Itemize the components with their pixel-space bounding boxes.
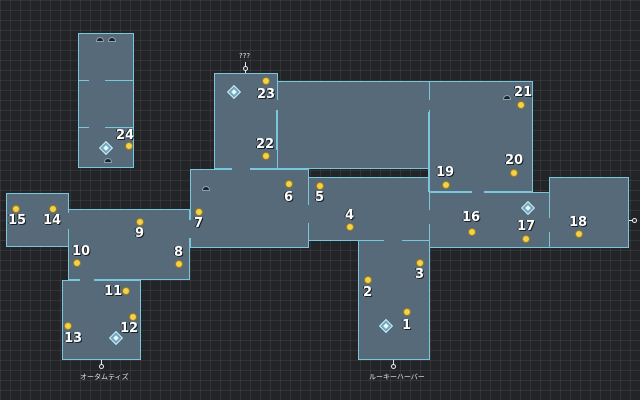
doorway: [472, 191, 484, 194]
coin-icon[interactable]: [73, 259, 81, 267]
room-number: 23: [257, 87, 276, 102]
room-number: 17: [517, 219, 536, 234]
exit-marker-icon[interactable]: [99, 364, 104, 369]
coin-icon[interactable]: [416, 259, 424, 267]
coin-icon[interactable]: [364, 276, 372, 284]
room-number: 12: [120, 321, 139, 336]
doorway: [89, 79, 105, 82]
coin-icon[interactable]: [403, 308, 411, 316]
doorway: [384, 239, 402, 242]
room-number: 13: [64, 331, 83, 346]
doorway: [188, 220, 191, 238]
room-number: 7: [194, 216, 204, 231]
room-number: 4: [345, 208, 355, 223]
coin-icon[interactable]: [49, 205, 57, 213]
inner-wall: [428, 112, 430, 192]
door-arch-icon[interactable]: [104, 158, 112, 163]
coin-icon[interactable]: [522, 235, 530, 243]
room-upper-hall: [277, 81, 430, 169]
room-number: 21: [514, 85, 533, 100]
coin-icon[interactable]: [316, 182, 324, 190]
room-top-left-middle: [78, 80, 134, 128]
door-arch-icon[interactable]: [202, 186, 210, 191]
room-number: 8: [174, 245, 184, 260]
door-arch-icon[interactable]: [503, 95, 511, 100]
room-number: 3: [415, 267, 425, 282]
room-number: 15: [8, 213, 27, 228]
coin-icon[interactable]: [125, 142, 133, 150]
exit-label-bottom-left: オータムティズ: [80, 373, 129, 381]
door-arch-icon[interactable]: [108, 37, 116, 42]
room-number: 24: [116, 128, 135, 143]
coin-icon[interactable]: [510, 169, 518, 177]
room-number: 1: [402, 318, 412, 333]
room-center: [308, 177, 430, 241]
doorway: [548, 218, 551, 232]
doorway: [307, 205, 310, 223]
room-number: 20: [505, 153, 524, 168]
room-number: 9: [135, 226, 145, 241]
coin-icon[interactable]: [136, 218, 144, 226]
doorway: [67, 213, 70, 229]
room-number: 10: [72, 244, 91, 259]
room-number: 19: [436, 165, 455, 180]
room-lower-center: [358, 240, 430, 360]
doorway: [89, 126, 105, 129]
doorway: [428, 100, 431, 110]
coin-icon[interactable]: [517, 101, 525, 109]
coin-icon[interactable]: [346, 223, 354, 231]
room-number: 5: [315, 190, 325, 205]
coin-icon[interactable]: [442, 181, 450, 189]
inner-wall: [276, 110, 278, 150]
coin-icon[interactable]: [129, 313, 137, 321]
coin-icon[interactable]: [12, 205, 20, 213]
room-left-hall: [68, 209, 190, 280]
doorway: [276, 100, 279, 110]
room-far-right: [549, 177, 629, 248]
coin-icon[interactable]: [195, 208, 203, 216]
room-number: 11: [104, 284, 123, 299]
coin-icon[interactable]: [262, 152, 270, 160]
room-top-left-upper: [78, 33, 134, 81]
room-number: 18: [569, 215, 588, 230]
room-number: 6: [284, 190, 294, 205]
room-number: 14: [43, 213, 62, 228]
exit-label-top: ???: [239, 52, 251, 60]
coin-icon[interactable]: [122, 287, 130, 295]
door-arch-icon[interactable]: [96, 37, 104, 42]
doorway: [80, 279, 94, 282]
coin-icon[interactable]: [285, 180, 293, 188]
exit-marker-icon[interactable]: [632, 218, 637, 223]
room-number: 2: [363, 285, 373, 300]
coin-icon[interactable]: [175, 260, 183, 268]
room-number: 22: [256, 137, 275, 152]
exit-marker-icon[interactable]: [391, 364, 396, 369]
coin-icon[interactable]: [468, 228, 476, 236]
room-number: 16: [462, 210, 481, 225]
doorway: [232, 168, 250, 171]
inner-wall: [484, 191, 532, 193]
coin-icon[interactable]: [64, 322, 72, 330]
coin-icon[interactable]: [575, 230, 583, 238]
exit-label-bottom-center: ルーキーハーバー: [369, 373, 425, 381]
coin-icon[interactable]: [262, 77, 270, 85]
exit-marker-icon[interactable]: [243, 66, 248, 71]
doorway: [428, 210, 431, 224]
inner-wall: [430, 191, 472, 193]
